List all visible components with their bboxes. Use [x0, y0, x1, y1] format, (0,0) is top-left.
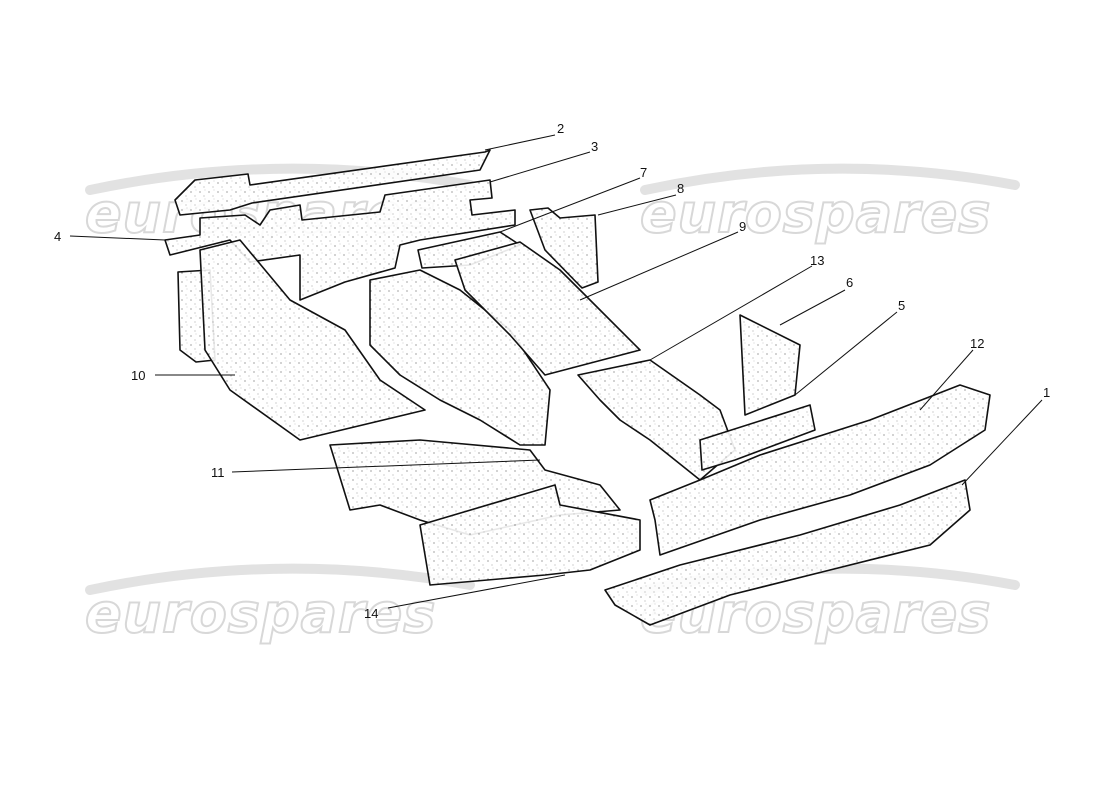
watermark: eurospares: [640, 182, 991, 245]
part-3-4: [164, 179, 516, 301]
callout-2: 2: [557, 121, 564, 136]
callouts: 1 2 3 4 5 6 7 8 9 10 11 12 13 14: [54, 121, 1050, 621]
callout-4: 4: [54, 229, 61, 244]
callout-5: 5: [898, 298, 905, 313]
leader-lines: [69, 134, 1043, 609]
part-tunnel: [369, 269, 551, 446]
callout-7: 7: [640, 165, 647, 180]
callout-3: 3: [591, 139, 598, 154]
part-14: [419, 484, 641, 586]
part-8: [529, 207, 599, 289]
callout-9: 9: [739, 219, 746, 234]
part-6: [739, 314, 801, 416]
callout-1: 1: [1043, 385, 1050, 400]
part-9: [454, 241, 641, 376]
part-5: [699, 404, 816, 471]
callout-13: 13: [810, 253, 824, 268]
callout-8: 8: [677, 181, 684, 196]
callout-6: 6: [846, 275, 853, 290]
part-1: [604, 479, 971, 626]
part-2: [174, 149, 491, 216]
callout-12: 12: [970, 336, 984, 351]
callout-10: 10: [131, 368, 145, 383]
callout-11: 11: [211, 465, 225, 480]
watermark: eurospares: [85, 582, 436, 645]
part-10: [199, 239, 426, 441]
callout-14: 14: [364, 606, 378, 621]
part-12: [649, 384, 991, 556]
